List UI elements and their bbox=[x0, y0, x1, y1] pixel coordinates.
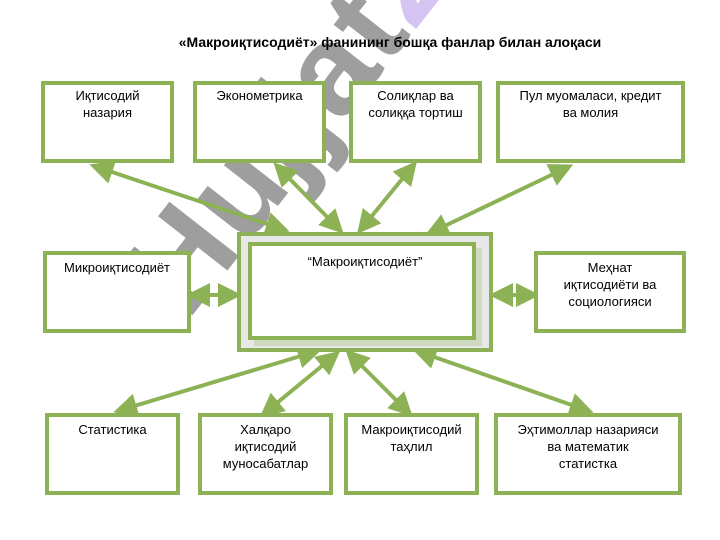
box-economic-theory: Иқтисодий назария bbox=[41, 81, 174, 163]
arrow-bottom-1 bbox=[113, 345, 322, 417]
center-box bbox=[248, 242, 476, 340]
box-line: Микроиқтисодиёт bbox=[63, 260, 171, 275]
box-line: Солиқлар ва bbox=[377, 88, 454, 103]
box-line: Макроиқтисодий bbox=[361, 422, 462, 437]
box-line: ва математик bbox=[547, 439, 629, 454]
arrow-top-2 bbox=[273, 162, 344, 234]
box-line: муносабатлар bbox=[222, 456, 309, 471]
arrow-top-3 bbox=[356, 160, 418, 235]
box-line: ва молия bbox=[562, 105, 619, 120]
arrow-top-1 bbox=[89, 160, 290, 236]
box-line: статистка bbox=[558, 456, 618, 471]
box-line: назария bbox=[83, 105, 132, 120]
box-line: солиққа тортиш bbox=[368, 105, 463, 120]
box-statistics: Статистика bbox=[45, 413, 180, 495]
box-line: Халқаро bbox=[240, 422, 291, 437]
box-line: Эҳтимоллар назарияси bbox=[517, 422, 659, 437]
box-line: Иқтисодий bbox=[75, 88, 140, 103]
box-probability-statistics: Эҳтимоллар назарияси ва математик статис… bbox=[494, 413, 682, 495]
arrow-top-4 bbox=[424, 164, 574, 236]
box-line: иқтисодиёти ва bbox=[563, 277, 657, 292]
box-labor-economics: Меҳнат иқтисодиёти ва социологияси bbox=[534, 251, 686, 333]
box-econometrics: Эконометрика bbox=[193, 81, 326, 163]
box-line: Меҳнат bbox=[587, 260, 633, 275]
box-line: социологияси bbox=[568, 294, 652, 309]
arrow-bottom-3 bbox=[345, 349, 413, 417]
box-international-relations: Халқаро иқтисодий муносабатлар bbox=[198, 413, 333, 495]
box-taxes: Солиқлар ва солиққа тортиш bbox=[349, 81, 482, 163]
arrow-bottom-4 bbox=[412, 345, 594, 417]
box-line: Статистика bbox=[78, 422, 147, 437]
box-line: иқтисодий bbox=[234, 439, 297, 454]
box-microeconomics: Микроиқтисодиёт bbox=[43, 251, 191, 333]
center-label: “Макроиқтисодиёт” bbox=[307, 254, 423, 269]
arrow-bottom-2 bbox=[259, 350, 341, 418]
box-line: таҳлил bbox=[390, 439, 433, 454]
box-line: Пул муомаласи, кредит bbox=[519, 88, 662, 103]
box-line: Эконометрика bbox=[216, 88, 303, 103]
diagram-title: «Макроиқтисодиёт» фанининг бошқа фанлар … bbox=[178, 34, 602, 50]
box-macro-analysis: Макроиқтисодий таҳлил bbox=[344, 413, 479, 495]
box-money-credit-finance: Пул муомаласи, кредит ва молия bbox=[496, 81, 685, 163]
